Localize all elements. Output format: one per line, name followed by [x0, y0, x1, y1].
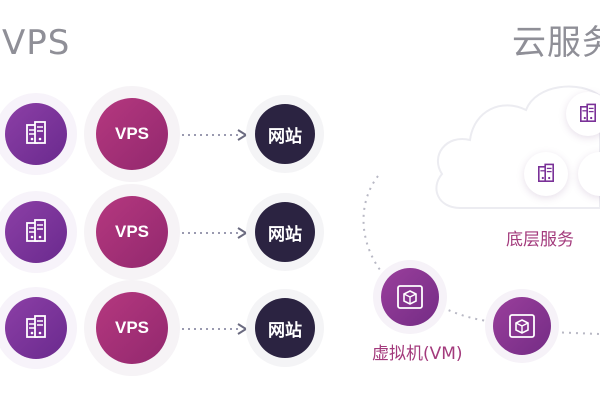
- arrow-right-icon: [182, 227, 248, 239]
- vps-node: VPS: [96, 98, 168, 170]
- vm-node: [381, 268, 439, 326]
- underlying-service-label: 底层服务: [506, 230, 574, 250]
- server-icon: [580, 103, 596, 122]
- website-node: 网站: [255, 202, 315, 262]
- cloud-server-node: [524, 152, 568, 196]
- cloud-server-node: [578, 152, 600, 196]
- cloud-service-heading: 云服务: [512, 23, 600, 63]
- server-icon: [538, 163, 554, 182]
- virtual-machine-label: 虚拟机(VM): [372, 344, 463, 364]
- cloud-server-node: [566, 92, 600, 136]
- arrow-right-icon: [182, 129, 248, 141]
- physical-server-node: [5, 103, 67, 165]
- physical-server-node: [5, 201, 67, 263]
- vm-box-icon: [509, 314, 535, 338]
- vps-node: VPS: [96, 196, 168, 268]
- vps-heading: VPS: [2, 23, 71, 63]
- vps-node: VPS: [96, 292, 168, 364]
- server-icon: [26, 121, 46, 144]
- server-icon: [26, 315, 46, 338]
- physical-server-node: [5, 297, 67, 359]
- website-node: 网站: [255, 104, 315, 164]
- vm-node: [493, 297, 551, 355]
- arrow-right-icon: [182, 323, 248, 335]
- server-icon: [26, 219, 46, 242]
- vm-box-icon: [397, 285, 423, 309]
- website-node: 网站: [255, 298, 315, 358]
- cloud-icon: [435, 85, 600, 209]
